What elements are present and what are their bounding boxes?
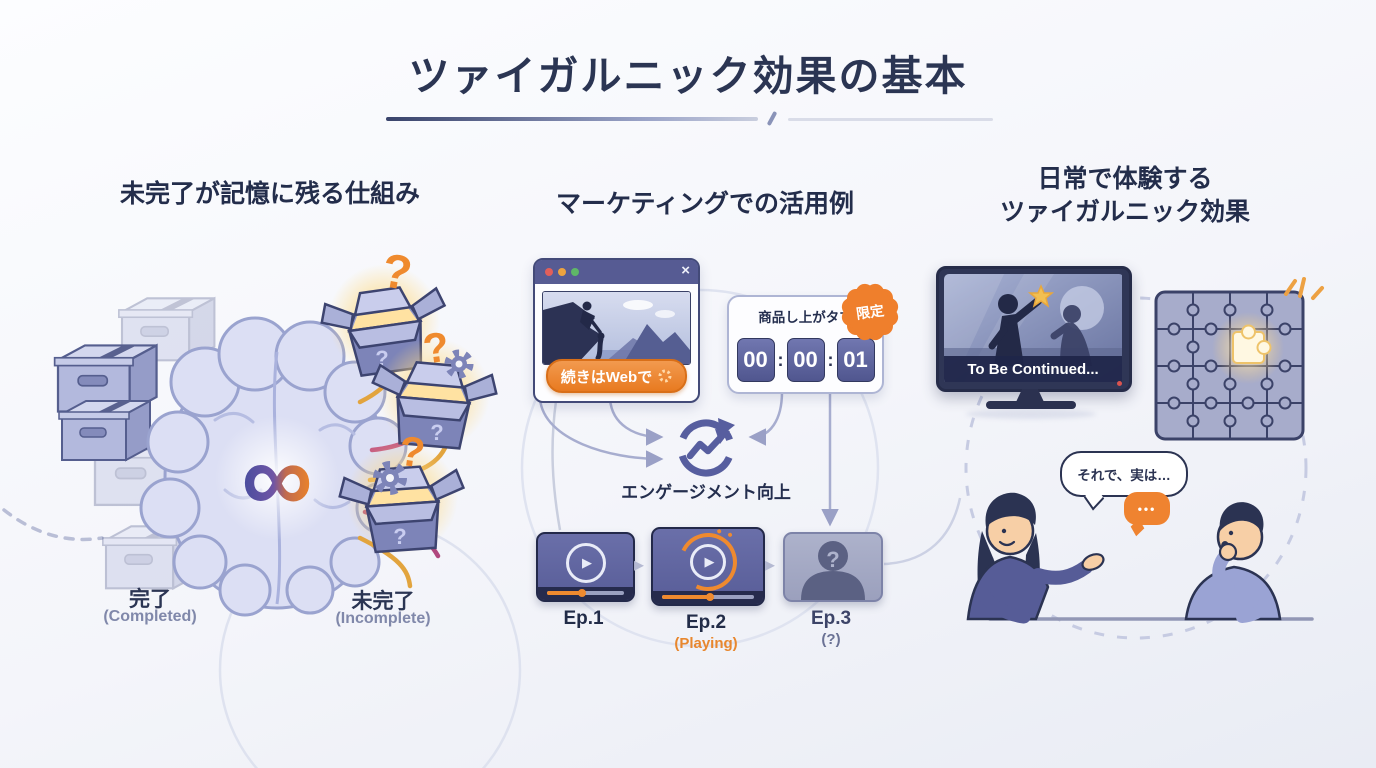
timer-digits: 00 : 00 : 01 <box>729 338 882 382</box>
gear-icon <box>444 349 474 379</box>
archive-box-stack <box>53 344 158 461</box>
left-dashed-curve <box>2 508 104 542</box>
arrow-right-icon: ▸ <box>765 554 776 576</box>
svg-text:?: ? <box>826 547 839 572</box>
incomplete-sublabel: (Incomplete) <box>335 610 431 627</box>
mystery-person-silhouette: ? <box>801 541 865 600</box>
heading-daily-line2: ツァイガルニック効果 <box>999 198 1250 226</box>
limited-badge: 限定 <box>838 280 902 344</box>
tv-stand-neck <box>1016 389 1044 402</box>
two-people-talking <box>966 492 1314 624</box>
episode-3-status: (?) <box>821 631 841 648</box>
traffic-light-dots-icon <box>545 268 553 276</box>
star-icon <box>1027 284 1055 308</box>
engagement-cycle-icon <box>677 418 735 477</box>
tv-figure-hero <box>988 294 1042 366</box>
box-front-question-3: ? <box>393 524 406 549</box>
timer-digit-minutes: 00 <box>786 338 825 382</box>
typing-dots: ••• <box>1137 501 1157 516</box>
tv-figure-villain <box>1050 305 1092 366</box>
arrow-right-icon: ▸ <box>634 554 645 576</box>
speech-bubble-text: それで、実は… <box>1077 468 1171 483</box>
puzzle-with-missing-piece <box>1154 290 1305 441</box>
episode-3-thumbnail[interactable]: ? <box>783 532 883 602</box>
video-thumbnail-cliff-scene <box>542 291 691 365</box>
timer-digit-seconds: 01 <box>836 338 875 382</box>
play-icon: ▶ <box>565 542 606 583</box>
tv-stand-base <box>986 401 1076 409</box>
timer-label: 商品し上がタマ <box>758 310 853 325</box>
memory-illustration: ∞ ? ? ? ? ? ? <box>2 244 522 768</box>
cta-button-label: 続きはWebで <box>560 368 653 386</box>
brain-center-glow <box>215 416 339 540</box>
title-underline <box>386 117 758 121</box>
episode-1-label: Ep.1 <box>563 608 604 629</box>
loading-arc-icon <box>670 524 746 600</box>
sparkle-rays-icon <box>1284 277 1324 300</box>
completed-label: 完了 <box>129 588 171 611</box>
box-front-question-1: ? <box>375 346 388 371</box>
episode-2-thumbnail[interactable]: ▶ <box>651 524 765 606</box>
glowing-puzzle-piece <box>1232 324 1272 364</box>
heading-marketing-section: マーケティングでの活用例 <box>555 190 854 218</box>
incomplete-label: 未完了 <box>351 590 415 613</box>
tv-screen-cliffhanger-scene: To Be Continued... <box>944 274 1124 384</box>
browser-titlebar: × <box>535 260 698 284</box>
timer-colon: : <box>827 349 834 370</box>
timer-colon: : <box>777 349 784 370</box>
title-underline-light <box>788 118 993 121</box>
question-mark-2: ? <box>420 323 452 373</box>
countdown-timer-card: 商品し上がタマ 00 : 00 : 01 <box>727 295 884 394</box>
badge-label: 限定 <box>855 302 885 322</box>
infinity-symbol: ∞ <box>241 422 312 534</box>
tv-power-led <box>1117 381 1122 386</box>
flow-arrows <box>538 391 839 531</box>
woman-figure <box>966 492 1105 624</box>
episode-3-label: Ep.3 <box>810 608 852 629</box>
episode-1-thumbnail[interactable]: ▶ <box>536 532 635 602</box>
heading-daily-section: 日常で体験する ツァイガルニック効果 <box>950 163 1300 229</box>
progress-bar <box>653 591 763 604</box>
cta-button[interactable]: 続きはWebで <box>546 359 687 393</box>
tv-caption: To Be Continued... <box>967 361 1098 378</box>
heading-memory-section: 未完了が記憶に残る仕組み <box>119 180 420 208</box>
completed-sublabel: (Completed) <box>103 608 197 625</box>
typing-dots-bubble: ••• <box>1124 492 1170 525</box>
episode-2-label: Ep.2 <box>685 612 727 633</box>
gear-icon <box>373 461 407 495</box>
speech-bubble: それで、実は… <box>1060 451 1188 497</box>
man-figure <box>1184 502 1282 623</box>
page-title: ツァイガルニック効果の基本 <box>408 53 968 99</box>
tv-shadow <box>966 409 1096 419</box>
progress-bar <box>538 587 633 600</box>
box-front-question-2: ? <box>430 420 443 445</box>
episode-2-status: (Playing) <box>674 635 738 652</box>
browser-window: × <box>533 258 700 403</box>
timer-digit-hours: 00 <box>736 338 775 382</box>
close-icon[interactable]: × <box>681 262 690 279</box>
tv-set: To Be Continued... <box>936 266 1132 392</box>
sparkle-icon <box>658 369 672 383</box>
engagement-label: エンゲージメント向上 <box>621 483 791 502</box>
heading-daily-line1: 日常で体験する <box>1037 165 1213 193</box>
